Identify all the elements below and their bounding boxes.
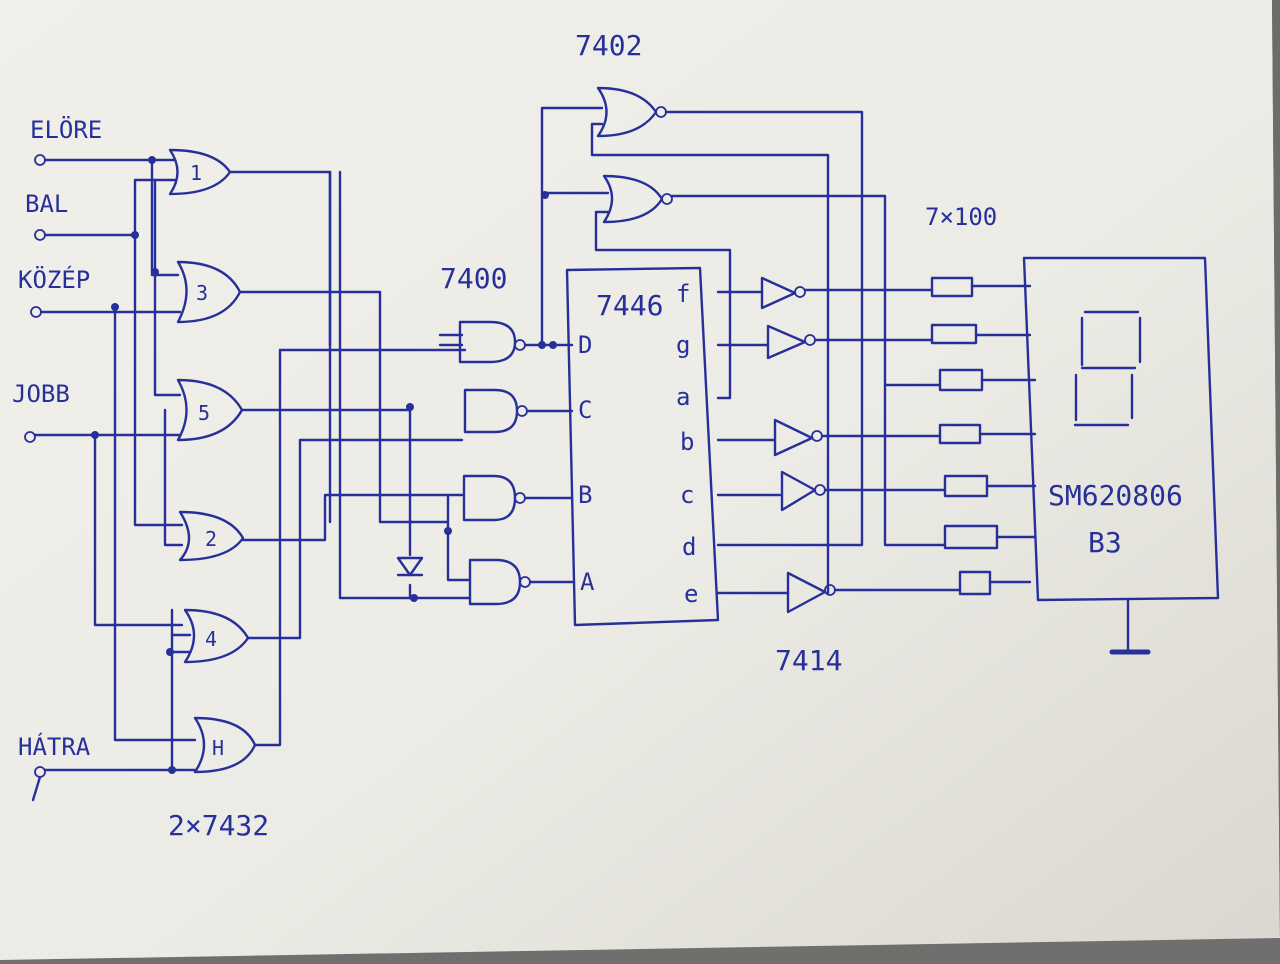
or-gate-h-label: H: [212, 736, 224, 760]
decoder-pin-c: C: [578, 396, 592, 424]
or-gate-4-label: 4: [205, 627, 217, 651]
or-gate-2-label: 2: [205, 527, 217, 551]
decoder-out-e: e: [684, 580, 698, 608]
decoder-out-a: a: [676, 383, 690, 411]
inverters-7414: [716, 276, 962, 614]
or-gate-1-label: 1: [190, 161, 202, 185]
input-label-jobb: JOBB: [12, 380, 70, 408]
seven-segment-display: [1022, 256, 1220, 655]
or-gate-h: [193, 716, 257, 774]
chip-label-7400: 7400: [440, 262, 507, 295]
or-gate-1: [168, 148, 232, 196]
chip-label-resistors: 7×100: [925, 203, 997, 231]
input-label-bal: BAL: [25, 190, 68, 218]
decoder-pin-d: D: [578, 331, 592, 359]
decoder-out-c: c: [680, 481, 694, 509]
decoder-pin-a: A: [580, 568, 595, 596]
diode: [396, 403, 472, 602]
resistors-7x100: [930, 276, 1037, 596]
decoder-out-g: g: [676, 331, 690, 359]
input-label-hatra: HÁTRA: [18, 732, 91, 761]
input-label-elore: ELÖRE: [30, 115, 102, 144]
table-edge: [1272, 0, 1280, 940]
chip-label-7432: 2×7432: [168, 809, 269, 842]
nor-gate-lower: [602, 174, 673, 224]
chip-label-7446: 7446: [596, 289, 663, 322]
decoder-out-b: b: [680, 428, 694, 456]
labels: ELÖRE BAL KÖZÉP JOBB HÁTRA 1 3 5 2 4 H 2…: [12, 29, 1183, 842]
display-part-suffix: B3: [1088, 526, 1122, 559]
decoder-out-f: f: [676, 280, 690, 308]
chip-label-7414: 7414: [775, 644, 842, 677]
decoder-pin-b: B: [578, 481, 592, 509]
or-gate-3: [176, 260, 242, 324]
or-gate-4: [183, 608, 250, 664]
chip-label-7402: 7402: [575, 29, 642, 62]
or-gate-5: [176, 378, 244, 442]
or-gate-2: [178, 510, 245, 562]
input-bus-wires: [91, 156, 197, 774]
decoder-7446: [565, 266, 720, 627]
or-output-wires: [228, 170, 472, 747]
or-gate-5-label: 5: [198, 401, 210, 425]
decoder-out-d: d: [682, 533, 696, 561]
input-label-kozep: KÖZÉP: [18, 265, 90, 294]
or-gate-3-label: 3: [196, 281, 208, 305]
display-part-number: SM620806: [1048, 479, 1183, 512]
